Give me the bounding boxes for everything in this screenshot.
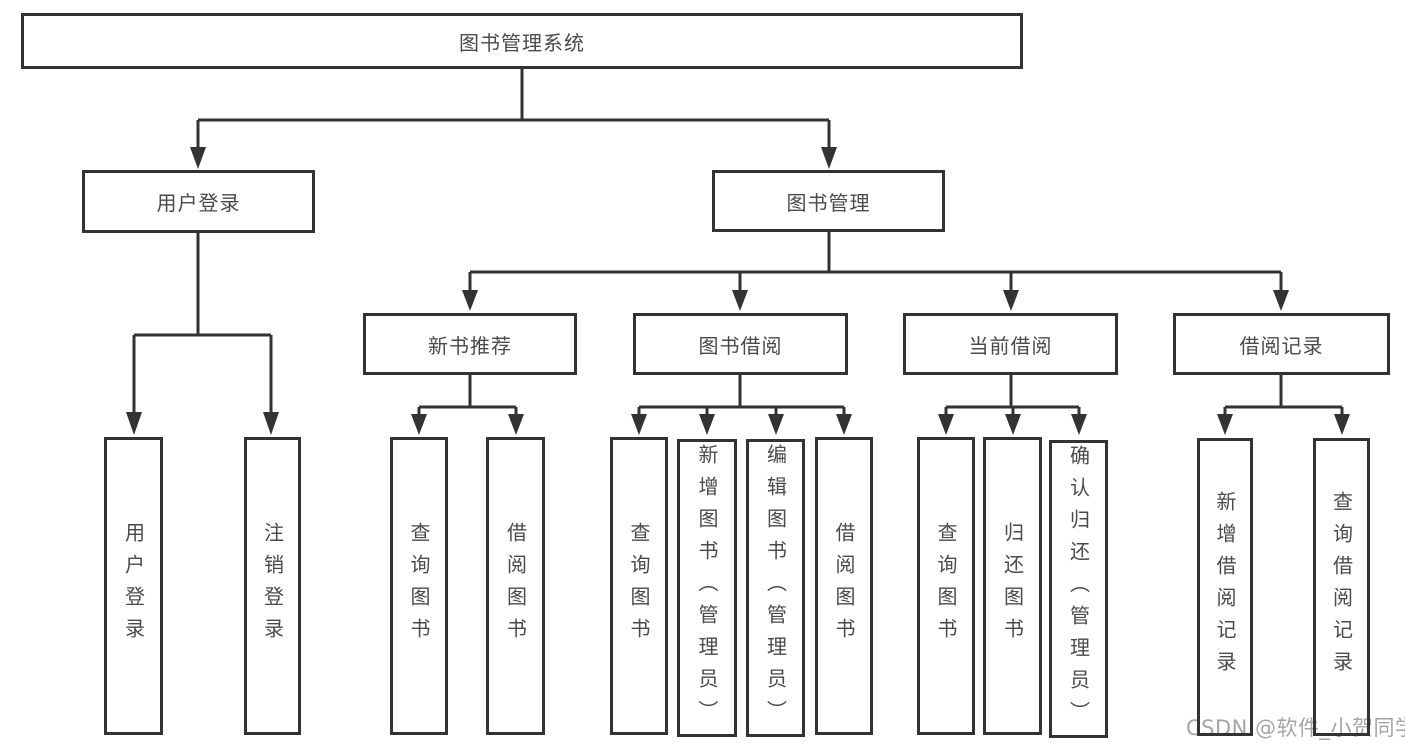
connector-borrow-records-children: [1223, 375, 1344, 416]
node-user-login: 用户登录: [82, 170, 315, 233]
leaf-br-query-record-label: 查询借阅记录: [1329, 491, 1354, 683]
leaf-cb-query-books: 查询图书: [917, 437, 975, 735]
leaf-bb-query-books: 查询图书: [610, 437, 668, 735]
connector-book-management-children: [468, 232, 1283, 292]
connector-current-borrow-children: [944, 375, 1081, 416]
csdn-watermark: CSDN @软件_小贺同学: [1186, 716, 1405, 740]
leaf-cb-return-books-label: 归还图书: [1000, 522, 1025, 650]
leaf-user-login: 用户登录: [104, 437, 163, 735]
leaf-cb-query-books-label: 查询图书: [934, 522, 958, 650]
arrowheads-new-book-children: [411, 414, 524, 435]
leaf-br-add-record: 新增借阅记录: [1197, 438, 1253, 736]
leaf-bb-borrow-books: 借阅图书: [815, 437, 873, 735]
arrowheads-current-borrow-children: [938, 414, 1087, 435]
node-borrow-records: 借阅记录: [1173, 313, 1390, 375]
leaf-bb-borrow-books-label: 借阅图书: [832, 522, 856, 650]
node-root: 图书管理系统: [21, 13, 1023, 69]
leaf-cb-confirm-return-admin-label: 确认归还（管理员）: [1066, 445, 1091, 733]
leaf-bb-add-books-admin-label: 新增图书（管理员）: [695, 444, 719, 732]
leaf-user-login-label: 用户登录: [121, 522, 146, 650]
leaf-bb-add-books-admin: 新增图书（管理员）: [677, 439, 737, 737]
leaf-cb-confirm-return-admin: 确认归还（管理员）: [1049, 440, 1108, 738]
leaf-nb-query-books-label: 查询图书: [407, 522, 431, 650]
leaf-nb-borrow-books-label: 借阅图书: [503, 522, 528, 650]
leaf-logout-login-label: 注销登录: [260, 522, 285, 650]
arrowheads-borrow-records-children: [1217, 414, 1350, 435]
leaf-br-query-record: 查询借阅记录: [1313, 438, 1370, 736]
leaf-bb-query-books-label: 查询图书: [627, 522, 651, 650]
leaf-nb-borrow-books: 借阅图书: [486, 437, 545, 735]
leaf-bb-edit-books-admin: 编辑图书（管理员）: [746, 439, 805, 737]
leaf-logout-login: 注销登录: [244, 437, 301, 735]
arrowheads-user-login-children: [126, 412, 279, 435]
node-book-management: 图书管理: [712, 170, 945, 232]
connector-root-to-level2: [196, 68, 831, 150]
node-book-borrow: 图书借阅: [633, 313, 848, 375]
leaf-br-add-record-label: 新增借阅记录: [1213, 491, 1237, 683]
leaf-cb-return-books: 归还图书: [983, 437, 1042, 735]
connector-new-book-children: [417, 375, 518, 416]
arrowheads-book-borrow-children: [631, 414, 852, 435]
connector-user-login-children: [132, 233, 273, 414]
node-new-book-recommend: 新书推荐: [363, 313, 577, 375]
leaf-nb-query-books: 查询图书: [390, 437, 448, 735]
arrowheads-book-management-children: [462, 290, 1289, 311]
arrowheads-level2: [190, 147, 837, 169]
node-current-borrow: 当前借阅: [903, 313, 1118, 375]
connector-book-borrow-children: [637, 375, 846, 416]
leaf-bb-edit-books-admin-label: 编辑图书（管理员）: [763, 444, 788, 732]
